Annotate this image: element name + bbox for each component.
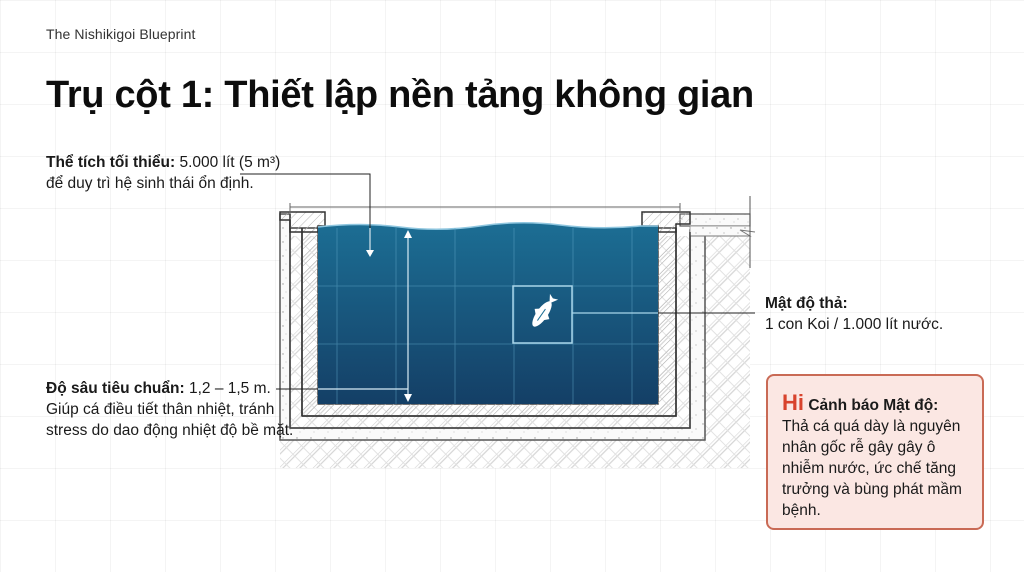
density-text: 1 con Koi / 1.000 lít nước.	[765, 316, 944, 333]
page-title: Trụ cột 1: Thiết lập nền tảng không gian	[46, 74, 754, 116]
volume-label: Thể tích tối thiểu:	[46, 154, 176, 171]
brand-label: The Nishikigoi Blueprint	[46, 26, 196, 42]
density-label: Mật độ thả:	[765, 295, 848, 312]
density-callout: Mật độ thả: 1 con Koi / 1.000 lít nước.	[765, 293, 985, 335]
koi-density-box	[512, 285, 573, 344]
volume-leader-line	[240, 173, 371, 252]
depth-label: Độ sâu tiêu chuẩn:	[46, 380, 185, 397]
volume-callout: Thể tích tối thiểu: 5.000 lít (5 m³) để …	[46, 152, 286, 194]
warning-title: Cảnh báo Mật độ:	[808, 397, 939, 414]
volume-text: 5.000 lít (5 m³) để duy trì hệ sinh thái…	[46, 154, 281, 192]
warning-text: Thả cá quá dày là nguyên nhân gốc rễ gây…	[782, 418, 962, 519]
water-grid	[318, 228, 658, 404]
warning-icon: Hi	[782, 390, 804, 415]
density-warning-box: Hi Cảnh báo Mật độ: Thả cá quá dày là ng…	[766, 374, 984, 530]
koi-fish-icon	[532, 293, 559, 327]
depth-callout: Độ sâu tiêu chuẩn: 1,2 – 1,5 m. Giúp cá …	[46, 378, 296, 441]
depth-text: 1,2 – 1,5 m. Giúp cá điều tiết thân nhiệ…	[46, 380, 294, 439]
